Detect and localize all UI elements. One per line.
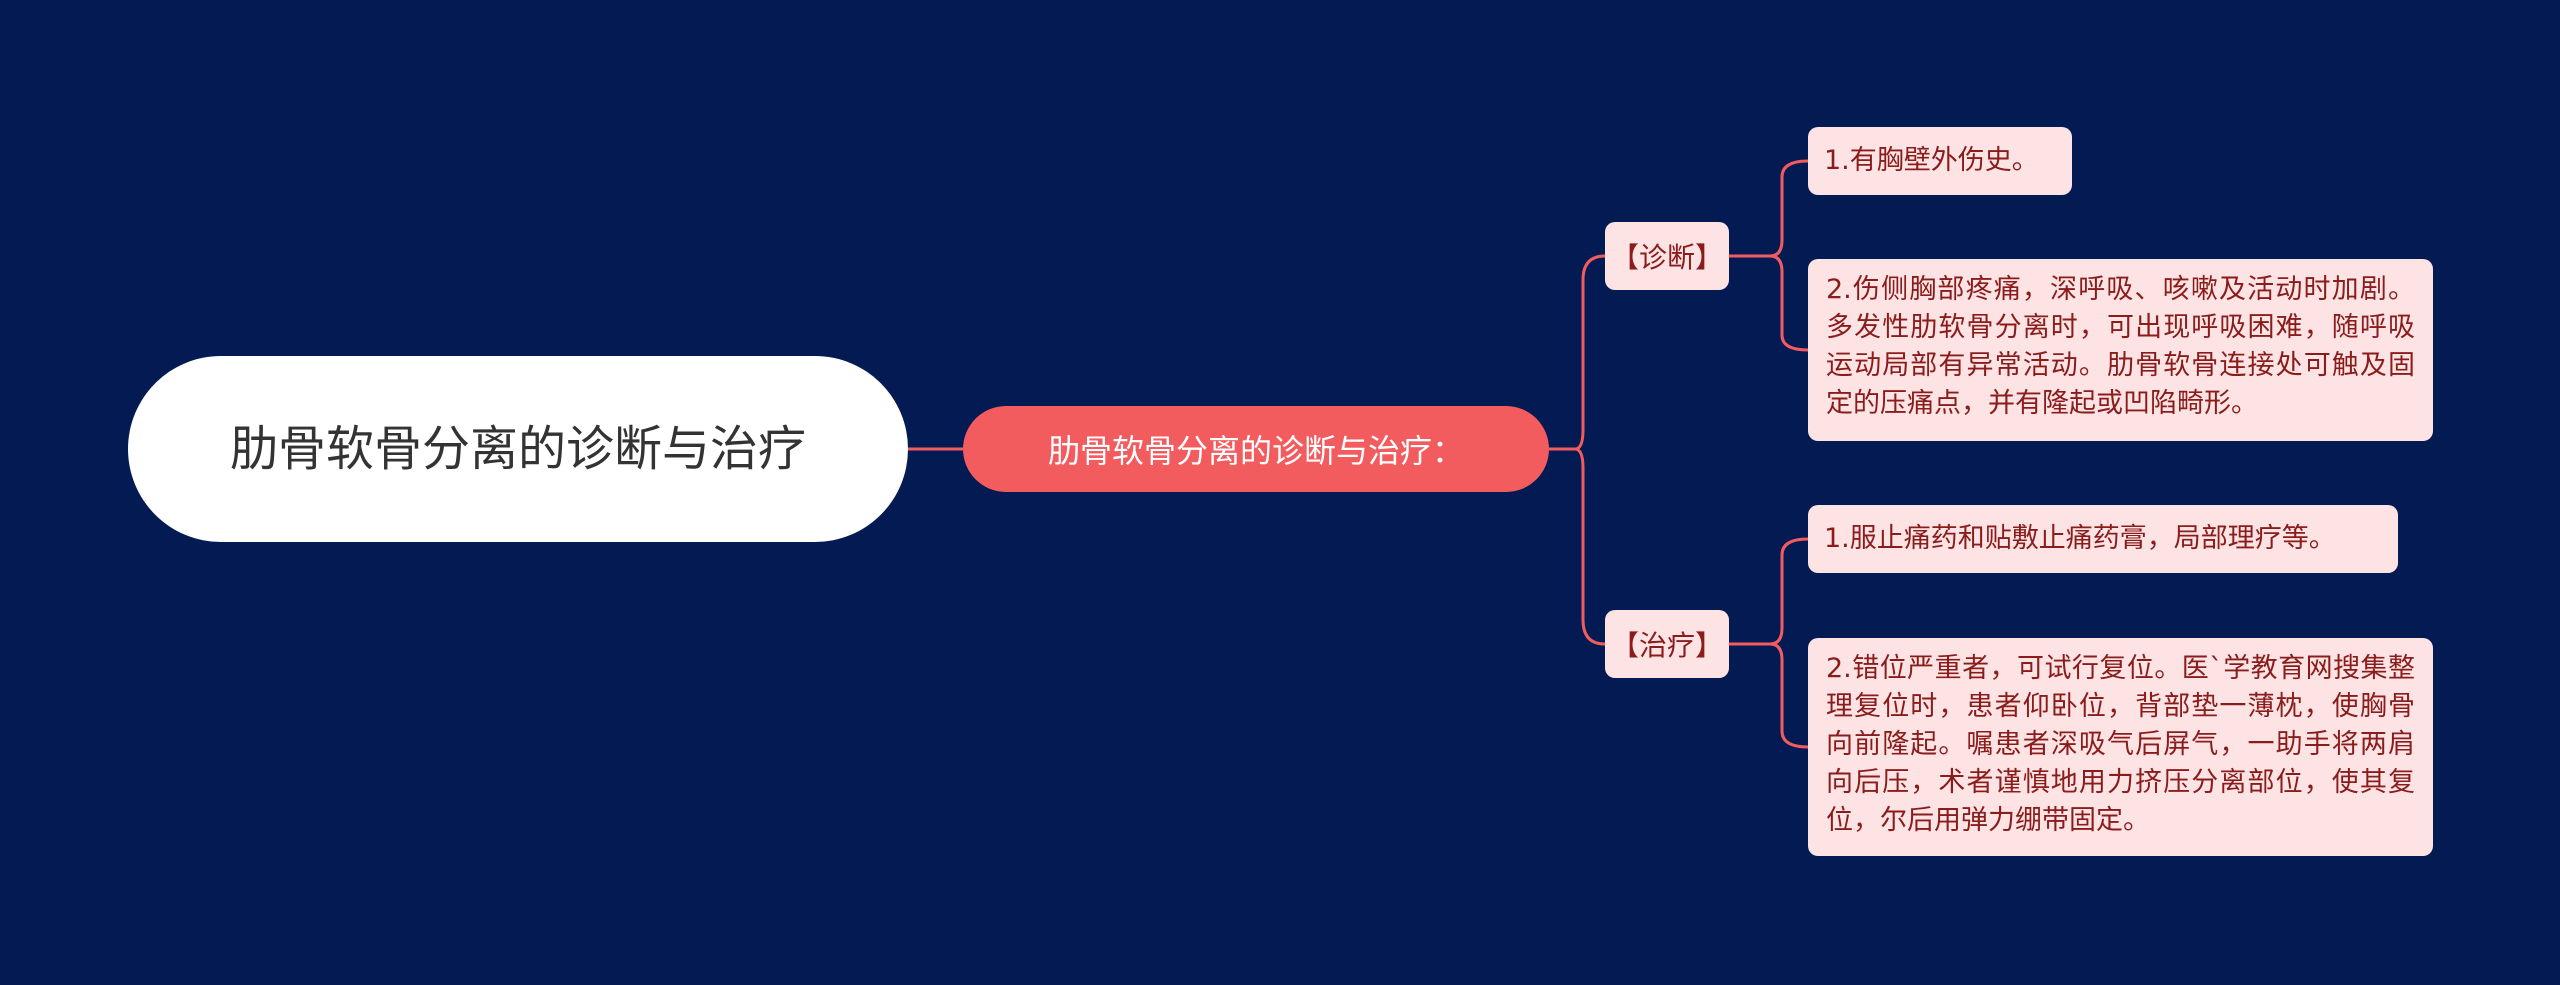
treatment-item-2-text: 2.错位严重者，可试行复位。医`学教育网搜集整理复位时，患者仰卧位，背部垫一薄枕… [1826, 653, 2415, 836]
treatment-item-2[interactable]: 2.错位严重者，可试行复位。医`学教育网搜集整理复位时，患者仰卧位，背部垫一薄枕… [1808, 638, 2433, 856]
main-branch-text: 肋骨软骨分离的诊断与治疗： [1047, 432, 1464, 470]
connector-hub-diagnosis [1549, 254, 1606, 451]
treatment-item-1[interactable]: 1.服止痛药和贴敷止痛药膏，局部理疗等。 [1808, 505, 2398, 573]
diagnosis-item-2-text: 2.伤侧胸部疼痛，深呼吸、咳嗽及活动时加剧。多发性肋软骨分离时，可出现呼吸困难，… [1826, 274, 2415, 419]
connector-diagnosis-item2 [1729, 254, 1809, 352]
connector-treatment-item2 [1729, 642, 1809, 749]
category-diagnosis-label: 【诊断】 [1610, 241, 1723, 274]
main-branch-topic[interactable]: 肋骨软骨分离的诊断与治疗： [963, 406, 1549, 492]
category-diagnosis[interactable]: 【诊断】 [1605, 222, 1729, 290]
treatment-item-1-text: 1.服止痛药和贴敷止痛药膏，局部理疗等。 [1824, 523, 2336, 554]
diagnosis-item-1[interactable]: 1.有胸壁外伤史。 [1808, 127, 2072, 195]
root-topic[interactable]: 肋骨软骨分离的诊断与治疗 [128, 356, 908, 542]
connector-hub-treatment [1549, 447, 1606, 646]
diagnosis-item-1-text: 1.有胸壁外伤史。 [1824, 145, 2039, 176]
category-treatment-label: 【治疗】 [1610, 629, 1723, 662]
category-treatment[interactable]: 【治疗】 [1605, 610, 1729, 678]
root-topic-text: 肋骨软骨分离的诊断与治疗 [229, 421, 806, 477]
connector-diagnosis-item1 [1729, 159, 1809, 258]
connector-treatment-item1 [1729, 537, 1809, 646]
diagnosis-item-2[interactable]: 2.伤侧胸部疼痛，深呼吸、咳嗽及活动时加剧。多发性肋软骨分离时，可出现呼吸困难，… [1808, 259, 2433, 441]
